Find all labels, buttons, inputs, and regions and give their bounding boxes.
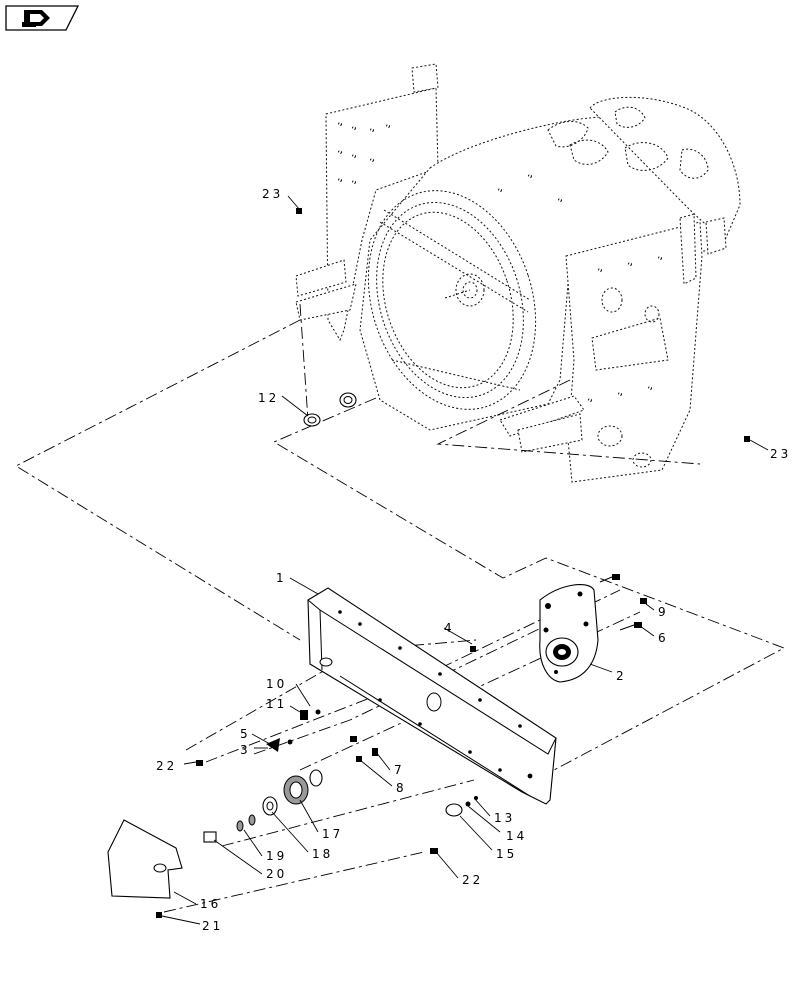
callout-18: 18	[312, 847, 333, 861]
callout-11: 11	[266, 697, 287, 711]
bolt-part-20	[203, 831, 217, 843]
callout-8: 8	[396, 781, 407, 795]
callout-23b: 23	[770, 447, 791, 461]
callout-9: 9	[658, 605, 669, 619]
washer-part-18	[262, 796, 278, 816]
sheave-part-17	[283, 769, 323, 805]
bolt-part-11	[300, 709, 321, 720]
callout-10: 10	[266, 677, 287, 691]
callout-23a: 23	[262, 187, 283, 201]
bolt-part-4	[470, 646, 476, 652]
cap-part-15	[445, 796, 478, 817]
callout-13: 13	[494, 811, 515, 825]
callout-17: 17	[322, 827, 343, 841]
callout-3: 3	[240, 743, 251, 757]
shield-part-16	[107, 819, 183, 918]
callout-labels: 1 2 3 4 5 6 7 8 9 10 11 12 13 14 15 16 1…	[156, 187, 791, 933]
callout-6: 6	[658, 631, 669, 645]
callout-16: 16	[200, 897, 221, 911]
leader-lines	[161, 195, 769, 925]
callout-15: 15	[496, 847, 517, 861]
nut-part-7	[350, 736, 378, 756]
callout-22b: 22	[462, 873, 483, 887]
hardware	[107, 208, 750, 918]
washer-part-19	[236, 814, 256, 832]
beam-part-1[interactable]	[307, 587, 557, 805]
rotor-housing-ghost	[295, 63, 741, 483]
callout-4: 4	[444, 621, 455, 635]
assembly-lines	[15, 303, 786, 913]
bolt-part-22b	[196, 760, 203, 766]
bearing-plate-part-2[interactable]	[539, 584, 599, 683]
callout-7: 7	[394, 763, 405, 777]
nav-icon-box[interactable]	[5, 5, 80, 31]
bolt-part-9b	[640, 598, 647, 604]
callout-22a: 22	[156, 759, 177, 773]
callout-14: 14	[506, 829, 527, 843]
clip-part-3	[266, 738, 293, 752]
snap-ring-part-12	[303, 392, 357, 427]
bolt-part-9	[599, 574, 620, 583]
arrow-book-icon	[22, 10, 50, 27]
bolt-part-6	[619, 622, 642, 631]
callout-2: 2	[616, 669, 627, 683]
callout-19: 19	[266, 849, 287, 863]
callout-20: 20	[266, 867, 287, 881]
callout-21: 21	[202, 919, 223, 933]
bolt-part-22	[430, 848, 438, 854]
callout-12: 12	[258, 391, 279, 405]
screw-part-23	[296, 208, 750, 442]
nut-part-8	[356, 756, 362, 762]
callout-5: 5	[240, 727, 251, 741]
callout-1: 1	[276, 571, 287, 585]
